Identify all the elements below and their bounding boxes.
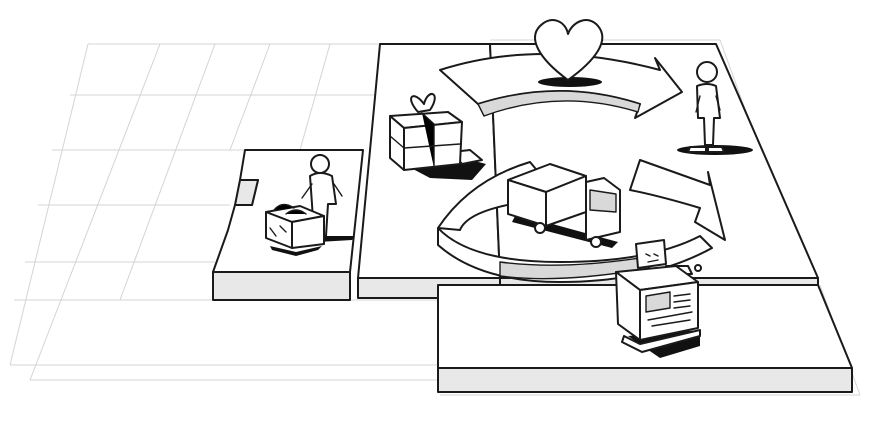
machine-icon [265,154,355,256]
truck-icon [507,163,621,248]
person-icon [677,61,753,155]
cash-register-icon [615,239,702,358]
gift-box-icon [389,93,486,180]
heart-icon [534,19,604,87]
